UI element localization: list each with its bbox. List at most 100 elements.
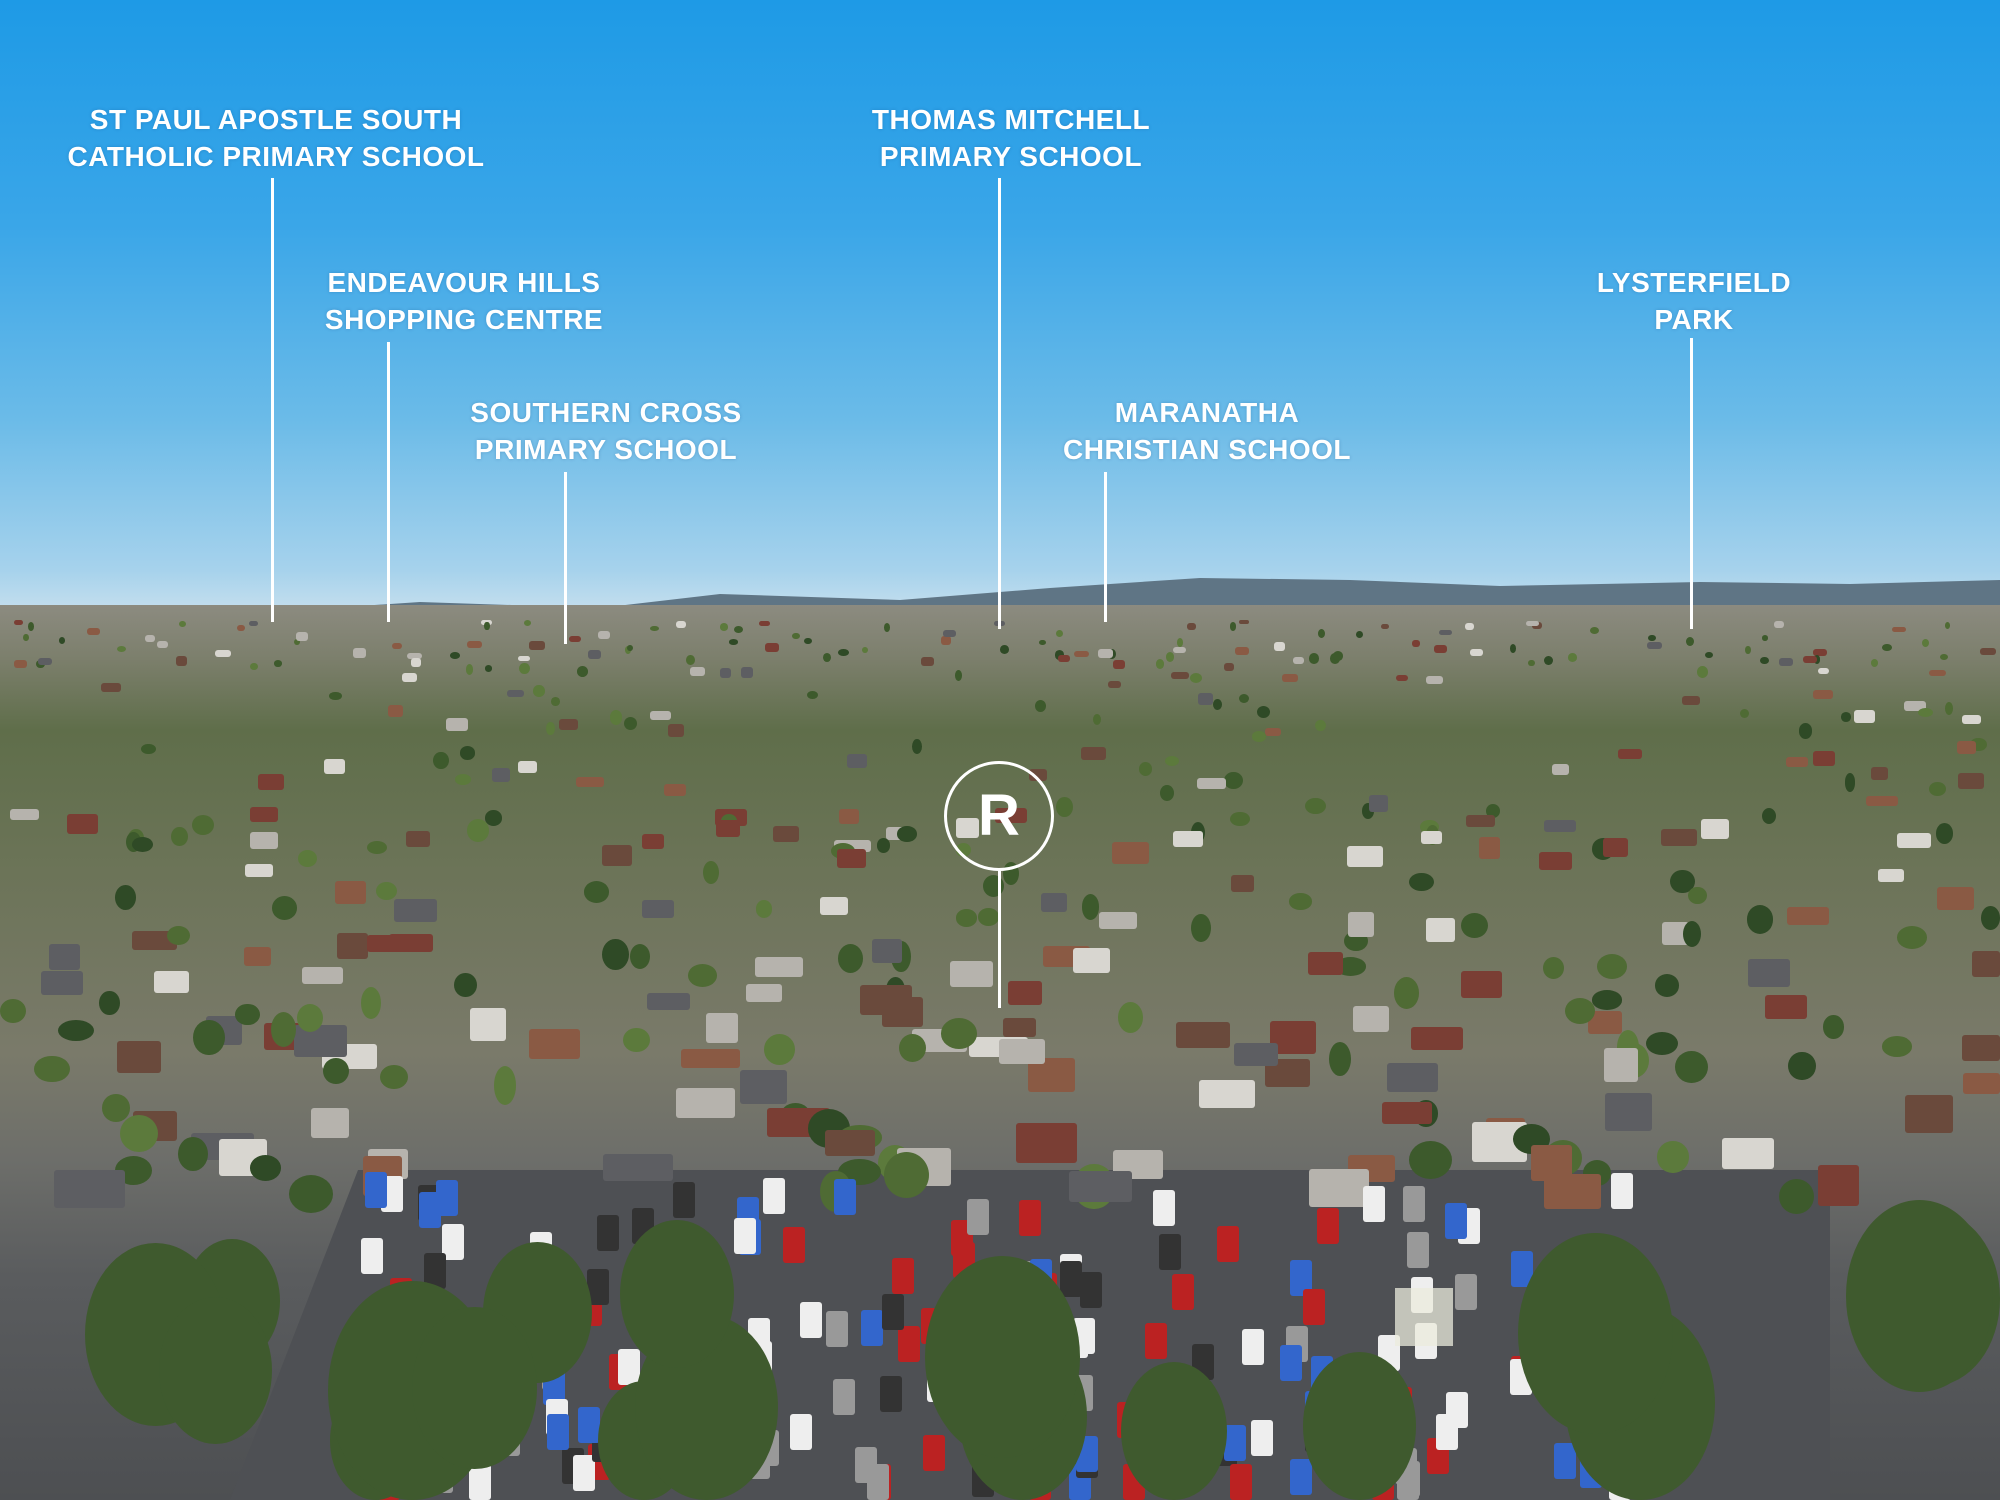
tree (380, 1064, 409, 1090)
tree (166, 925, 190, 945)
pointer-line-lysterfield (1690, 338, 1693, 629)
house-roof (40, 970, 83, 996)
tree (171, 826, 188, 846)
tree (101, 1094, 130, 1123)
house-roof (507, 690, 525, 698)
house-roof (406, 830, 431, 847)
tree (1744, 645, 1751, 655)
tree (191, 814, 214, 835)
parked-car (879, 1375, 902, 1412)
house-roof (156, 640, 168, 648)
house-roof (244, 863, 273, 878)
house-roof (1073, 651, 1090, 657)
parked-car (1554, 1442, 1577, 1479)
parked-car (360, 1238, 383, 1275)
parked-car (618, 1348, 641, 1385)
parked-car (1172, 1273, 1195, 1310)
parked-car (1317, 1207, 1340, 1244)
tree (1845, 1199, 1994, 1392)
tree (376, 881, 397, 900)
house-roof (38, 658, 52, 665)
tree (193, 1019, 225, 1056)
house-roof (1426, 917, 1456, 943)
parked-car (790, 1414, 813, 1451)
house-roof (67, 814, 98, 835)
house-roof (705, 1013, 739, 1044)
label-line: MARANATHA (1114, 397, 1300, 428)
house-roof (1681, 695, 1700, 706)
tree (623, 716, 637, 730)
parked-car (1216, 1226, 1239, 1263)
tree (1981, 905, 2000, 930)
tree (627, 644, 634, 652)
tree (297, 849, 317, 867)
house-roof (1197, 778, 1227, 790)
tree (1056, 630, 1064, 638)
house-roof (1478, 837, 1501, 859)
tree (1034, 700, 1046, 713)
tree (270, 1012, 297, 1048)
house-roof (1661, 922, 1689, 945)
tree (551, 697, 560, 706)
label-lysterfield-park: LYSTERFIELD PARK (1597, 264, 1791, 338)
house-roof (352, 648, 366, 658)
house-roof (1282, 674, 1298, 682)
tree (1596, 953, 1628, 980)
label-southern-cross: SOUTHERN CROSS PRIMARY SCHOOL (470, 394, 741, 468)
parked-car (435, 1179, 458, 1216)
tree (1190, 672, 1203, 683)
house-roof (14, 620, 24, 626)
tree (114, 884, 136, 911)
house-roof (675, 620, 686, 628)
parked-car (587, 1269, 610, 1306)
parked-car (1242, 1329, 1265, 1366)
tree (1328, 1041, 1351, 1077)
house-roof (820, 897, 848, 916)
tree (249, 662, 258, 671)
tree (685, 654, 695, 666)
house-roof (1892, 626, 1907, 633)
parked-car (547, 1414, 570, 1451)
tree (1565, 998, 1596, 1025)
house-roof (1172, 647, 1186, 653)
tree (454, 774, 471, 785)
tree (533, 685, 545, 697)
house-roof (335, 880, 367, 905)
house-roof (1002, 1017, 1036, 1037)
pointer-line-thomas-mitchell (998, 178, 1001, 629)
label-line: THOMAS MITCHELL (871, 104, 1151, 135)
house-roof (1199, 1080, 1256, 1109)
house-roof (1107, 681, 1121, 688)
tree (1191, 913, 1212, 943)
house-roof (518, 655, 531, 662)
house-roof (1525, 620, 1539, 626)
tree (459, 746, 476, 760)
house-roof (1470, 649, 1484, 657)
label-endeavour-hills: ENDEAVOUR HILLS SHOPPING CENTRE (325, 264, 603, 338)
tree (454, 972, 477, 997)
parked-car (381, 1176, 404, 1213)
house-roof (491, 767, 511, 783)
tree (493, 1065, 517, 1106)
house-roof (1972, 950, 2000, 978)
tree (1840, 712, 1851, 722)
house-roof (470, 1008, 506, 1041)
house-roof (1425, 675, 1444, 684)
house-roof (518, 761, 538, 773)
house-roof (1239, 620, 1250, 625)
parked-car (967, 1199, 990, 1236)
house-roof (1270, 1020, 1316, 1055)
tree (650, 625, 659, 631)
tree (862, 646, 869, 653)
tree (1705, 651, 1714, 659)
tree (59, 637, 66, 644)
tree (0, 999, 26, 1024)
tree (876, 838, 891, 853)
parked-car (1290, 1458, 1313, 1495)
parked-car (1363, 1186, 1386, 1223)
parked-car (800, 1301, 823, 1338)
tree (792, 632, 800, 640)
house-roof (755, 957, 803, 978)
parked-car (1406, 1231, 1429, 1268)
parked-car (1060, 1261, 1083, 1298)
